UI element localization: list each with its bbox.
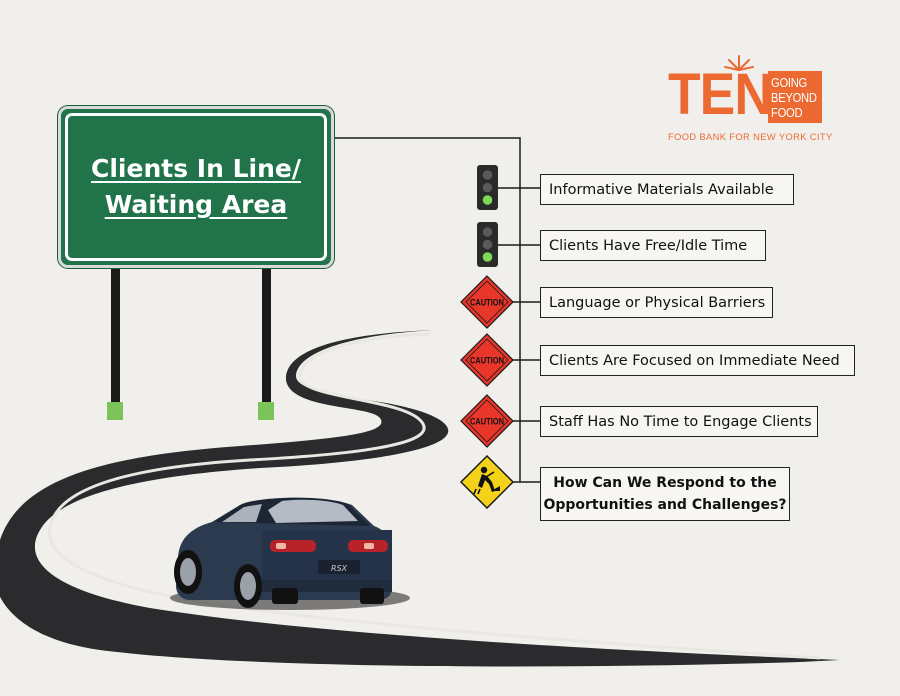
traffic-light-green-icon xyxy=(477,222,498,267)
car-badge: RSX xyxy=(331,564,348,573)
item-label-informative-materials: Informative Materials Available xyxy=(540,174,794,205)
sunburst-icon xyxy=(724,55,754,71)
caution-sign-text: CAUTION xyxy=(470,298,504,308)
item-label-free-idle-time: Clients Have Free/Idle Time xyxy=(540,230,766,261)
sign-title-line-1: Clients In Line/ xyxy=(91,154,301,183)
road-surface xyxy=(0,330,840,667)
sign-title-line-2: Waiting Area xyxy=(104,190,288,219)
caution-sign-icon: CAUTION xyxy=(460,275,514,329)
traffic-light-green-icon xyxy=(477,165,498,210)
logo-ten-text: TEN xyxy=(668,62,773,127)
question-line-2: Opportunities and Challenges? xyxy=(543,497,787,513)
item-label-immediate-need: Clients Are Focused on Immediate Need xyxy=(540,345,855,376)
highway-sign: Clients In Line/ Waiting Area xyxy=(58,106,334,268)
caution-sign-text: CAUTION xyxy=(470,356,504,366)
logo-subtitle: FOOD BANK FOR NEW YORK CITY xyxy=(668,132,833,142)
road-center-line xyxy=(48,332,821,660)
caution-sign-text: CAUTION xyxy=(470,417,504,427)
car-icon: RSX xyxy=(170,497,410,610)
logo-tagline-line-2: BEYOND xyxy=(771,89,817,105)
road xyxy=(0,330,840,667)
logo-tagline-line-1: GOING xyxy=(771,74,807,90)
caution-sign-icon: CAUTION xyxy=(460,333,514,387)
question-line-1: How Can We Respond to the xyxy=(553,475,777,491)
road-work-sign-icon xyxy=(459,454,515,510)
highway-sign-inner: Clients In Line/ Waiting Area xyxy=(65,113,327,261)
item-label-staff-no-time: Staff Has No Time to Engage Clients xyxy=(540,406,818,437)
caution-sign-icon: CAUTION xyxy=(460,394,514,448)
logo-tagline-line-3: FOOD xyxy=(771,104,803,120)
item-label-language-barriers: Language or Physical Barriers xyxy=(540,287,773,318)
item-label-respond-question: How Can We Respond to the Opportunities … xyxy=(540,467,790,521)
connector-lines xyxy=(334,137,540,483)
ten-logo: TEN GOING BEYOND FOOD FOOD BANK FOR NEW … xyxy=(664,52,834,148)
logo-tagline-box: GOING BEYOND FOOD xyxy=(768,71,822,123)
sign-posts xyxy=(107,266,274,420)
